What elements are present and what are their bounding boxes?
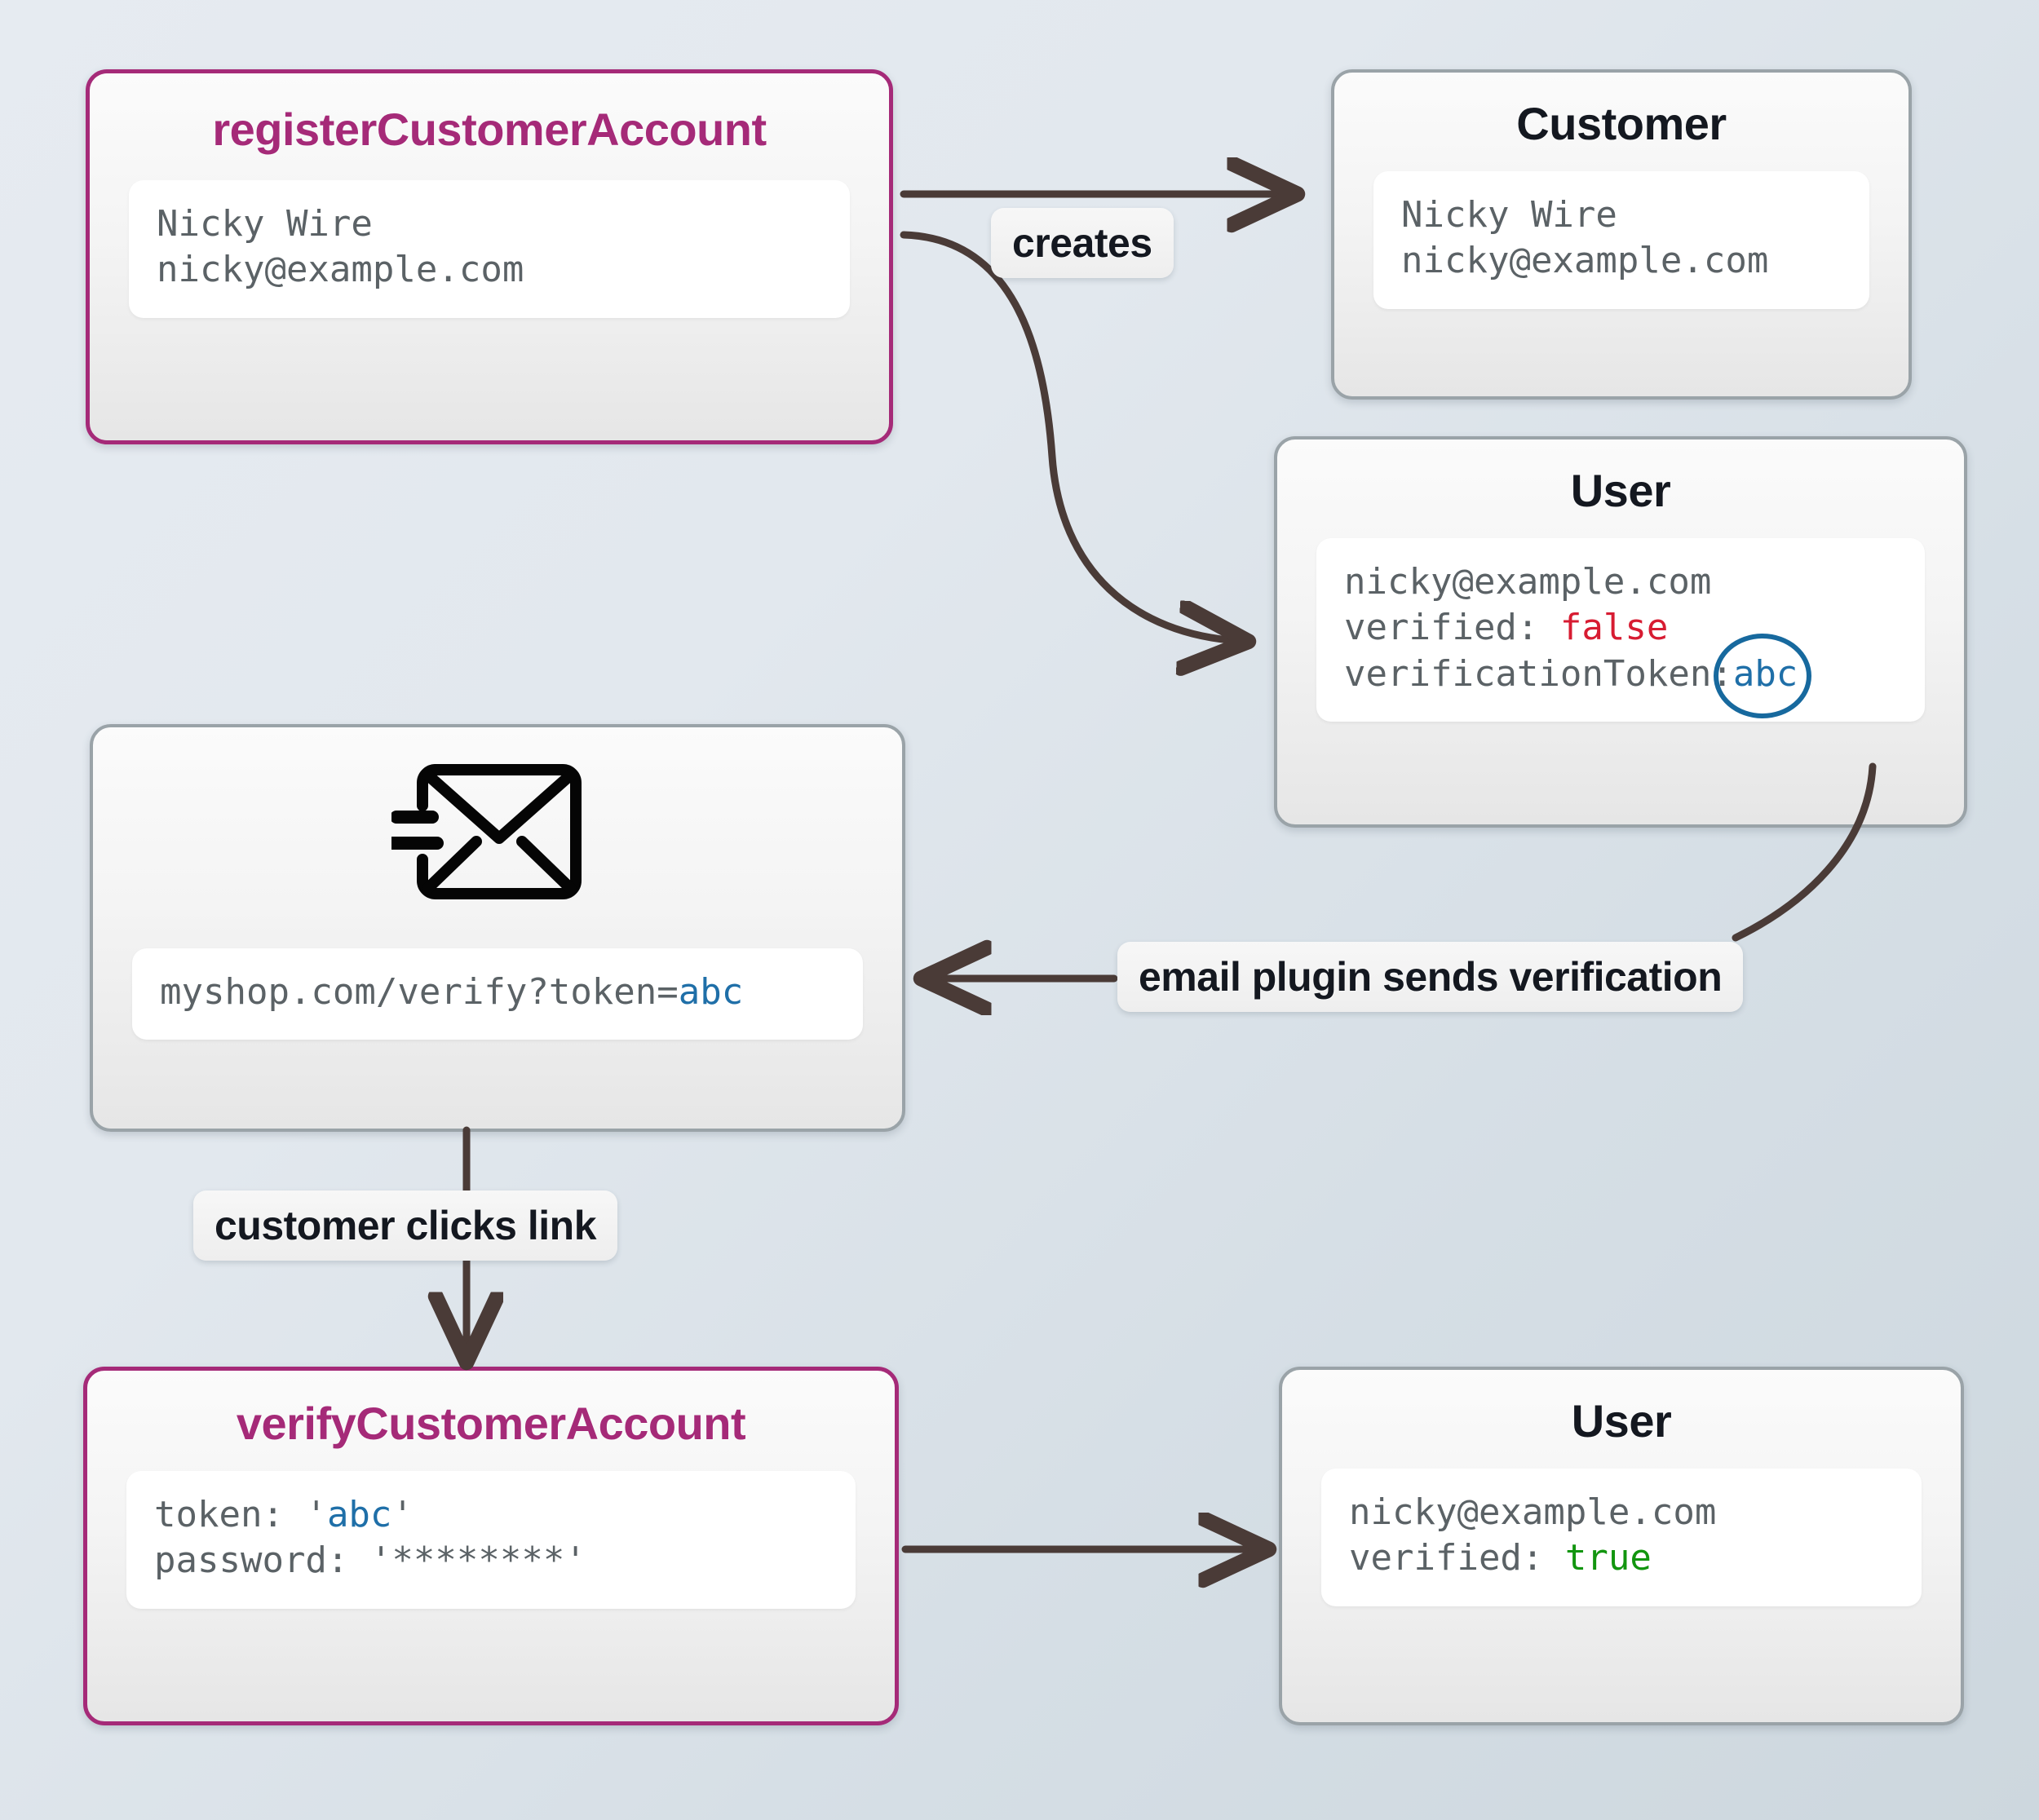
user-verified-flag-label: verified: [1349, 1537, 1565, 1579]
verify-token-value: abc [326, 1494, 392, 1535]
node-title-user-verified: User [1571, 1395, 1672, 1447]
node-title-user-unverified: User [1570, 465, 1671, 516]
edge-label-email-plugin: email plugin sends verification [1117, 942, 1744, 1012]
user-verified-email: nicky@example.com [1349, 1491, 1717, 1533]
user-email: nicky@example.com [1344, 561, 1712, 603]
email-url: myshop.com/verify?token=abc [160, 970, 835, 1015]
user-token-row: verificationToken:abc [1344, 633, 1897, 718]
user-verified-value: false [1559, 607, 1669, 649]
user-unverified-payload: nicky@example.com verified: false verifi… [1316, 538, 1925, 722]
node-title-register: registerCustomerAccount [212, 104, 767, 155]
user-token-value: abc [1732, 652, 1798, 695]
email-url-panel: myshop.com/verify?token=abc [132, 948, 863, 1040]
verify-token-quote-open: ' [305, 1494, 327, 1535]
node-title-customer: Customer [1516, 98, 1727, 149]
token-highlight: abc [1713, 633, 1811, 718]
customer-payload: Nicky Wire nicky@example.com [1373, 171, 1869, 309]
user-verified-flag-row: verified: true [1349, 1535, 1894, 1581]
user-verified-label: verified: [1344, 607, 1560, 649]
node-register-customer-account[interactable]: registerCustomerAccount Nicky Wire nicky… [86, 69, 893, 444]
verify-token-row: token: 'abc' [154, 1492, 828, 1538]
email-url-token: abc [678, 971, 744, 1013]
node-email-message[interactable]: myshop.com/verify?token=abc [90, 724, 905, 1132]
customer-email: nicky@example.com [1401, 240, 1769, 282]
verify-payload: token: 'abc' password: '********' [126, 1471, 856, 1609]
verify-token-quote-close: ' [391, 1494, 414, 1535]
node-user-verified[interactable]: User nicky@example.com verified: true [1279, 1367, 1964, 1725]
user-token-label: verificationToken: [1344, 652, 1733, 695]
register-email: nicky@example.com [157, 249, 524, 291]
edge-creates-user [900, 231, 1240, 641]
register-name: Nicky Wire [157, 203, 373, 245]
user-verified-row: verified: false [1344, 605, 1897, 651]
email-url-prefix: myshop.com/verify?token= [160, 971, 679, 1013]
user-verified-payload: nicky@example.com verified: true [1321, 1469, 1922, 1606]
verify-password-row: password: '********' [154, 1539, 586, 1582]
edge-label-clicks-link: customer clicks link [193, 1191, 618, 1261]
user-verified-flag-value: true [1564, 1537, 1652, 1579]
edge-label-creates: creates [991, 208, 1174, 278]
node-user-unverified[interactable]: User nicky@example.com verified: false v… [1274, 436, 1967, 828]
customer-name: Nicky Wire [1401, 194, 1617, 236]
node-verify-customer-account[interactable]: verifyCustomerAccount token: 'abc' passw… [83, 1367, 899, 1725]
node-title-verify: verifyCustomerAccount [236, 1398, 746, 1449]
send-email-icon [385, 755, 604, 914]
node-customer[interactable]: Customer Nicky Wire nicky@example.com [1331, 69, 1912, 400]
register-payload: Nicky Wire nicky@example.com [129, 180, 850, 318]
verify-token-label: token: [154, 1494, 306, 1535]
